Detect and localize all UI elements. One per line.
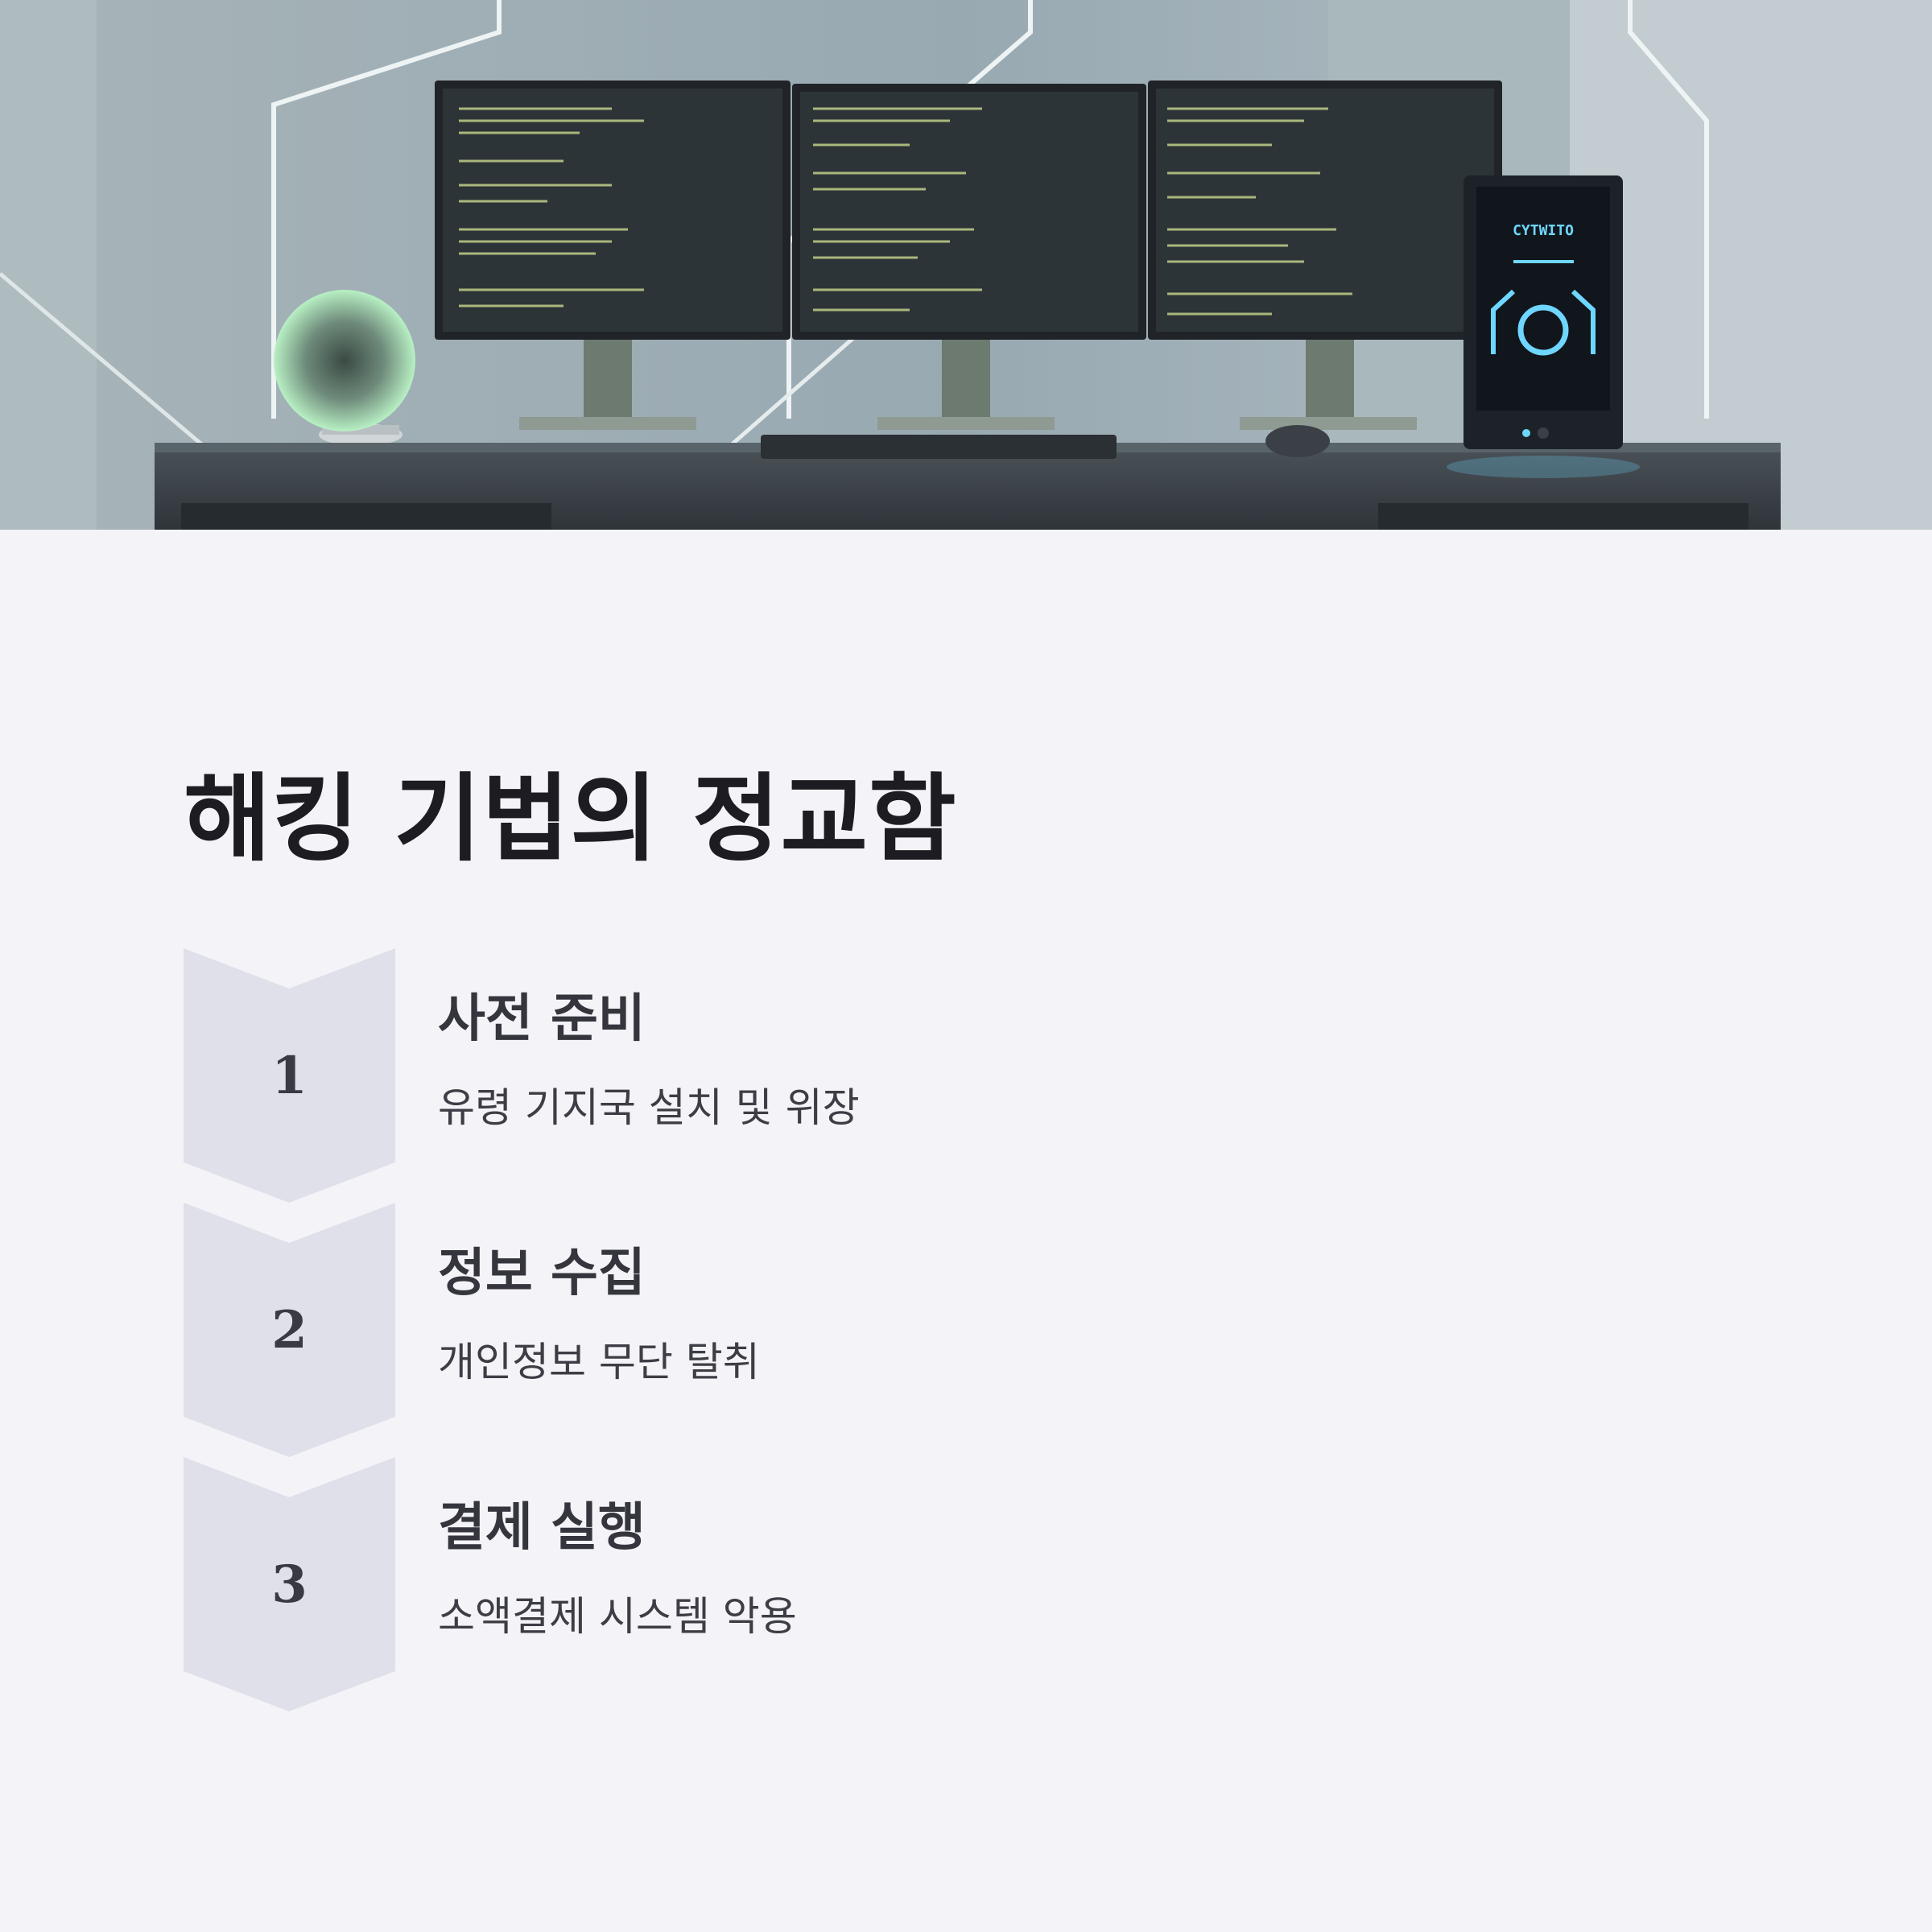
- step-description: 유령 기지국 설치 및 위장: [438, 1084, 860, 1131]
- chevron-shape: [184, 1457, 395, 1711]
- step-title: 정보 수집: [438, 1244, 646, 1303]
- step-title: 결제 실행: [438, 1498, 646, 1558]
- step-number: 2: [271, 1299, 308, 1360]
- step-description: 소액결제 시스템 악용: [438, 1593, 797, 1640]
- chevron-shape: [184, 948, 395, 1203]
- hero-image: CYTWITO: [0, 0, 1932, 530]
- step-2: 2 정보 수집 개인정보 무단 탈취: [184, 1203, 1713, 1457]
- step-number: 3: [271, 1554, 308, 1615]
- step-1: 1 사전 준비 유령 기지국 설치 및 위장: [184, 948, 1713, 1203]
- step-number: 1: [271, 1045, 308, 1106]
- chevron-shape: [184, 1203, 395, 1457]
- step-title: 사전 준비: [438, 989, 646, 1049]
- step-3: 3 결제 실행 소액결제 시스템 악용: [184, 1457, 1713, 1711]
- step-description: 개인정보 무단 탈취: [438, 1339, 760, 1385]
- page-title: 해킹 기법의 정교함: [184, 763, 957, 874]
- svg-text:CYTWITO: CYTWITO: [1513, 222, 1574, 239]
